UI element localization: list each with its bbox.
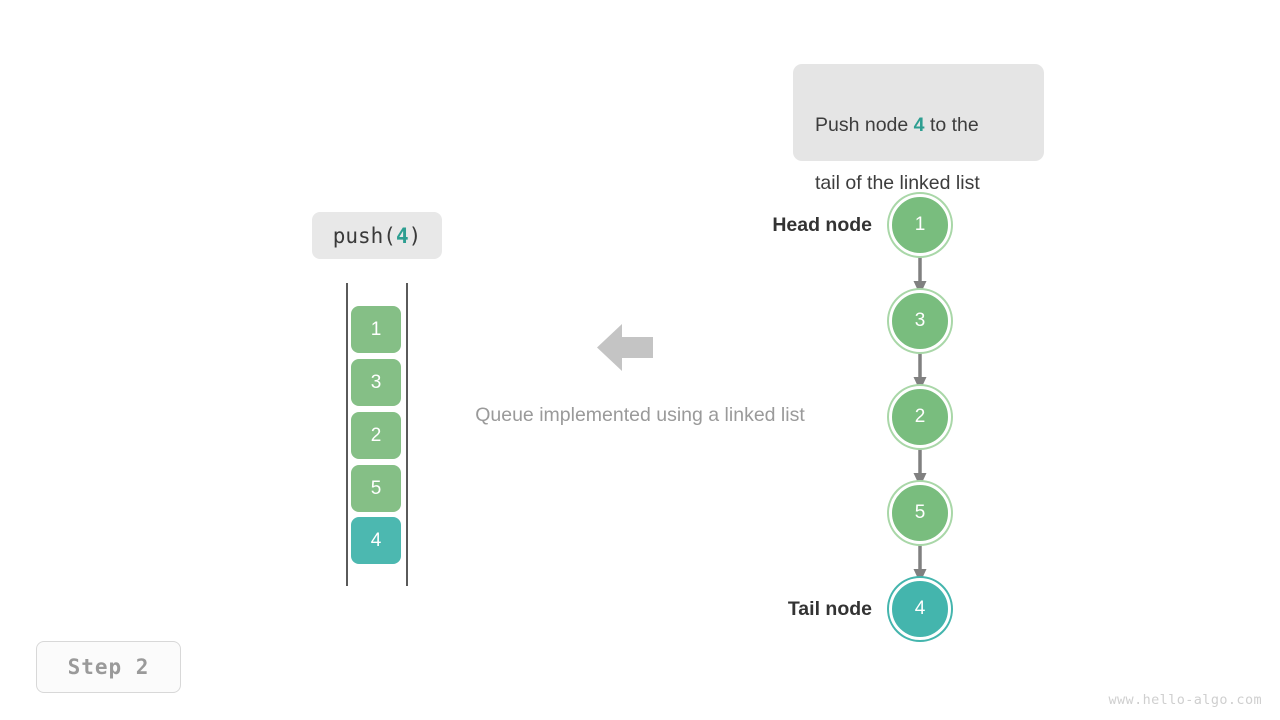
- queue-cell-value: 5: [370, 477, 382, 499]
- queue-array-visual: 1 3 2 5 4: [336, 283, 416, 588]
- queue-cell-new: 4: [351, 517, 401, 564]
- left-arrow-icon: [597, 324, 653, 371]
- queue-cell-value: 1: [370, 318, 382, 340]
- step-badge-label: Step 2: [67, 655, 150, 679]
- operation-label-box: push(4): [312, 212, 442, 259]
- caption-line2: tail of the linked list: [815, 172, 980, 194]
- caption-line1-prefix: Push node: [815, 114, 914, 136]
- queue-cell-value: 2: [370, 424, 382, 446]
- link-arrow-icon: [913, 448, 927, 487]
- instruction-caption-text: Push node 4 to the tail of the linked li…: [815, 82, 1022, 198]
- linked-list-visual: Head node Tail node 1 3 2 5 4: [740, 180, 1040, 650]
- queue-right-rail: [406, 283, 408, 586]
- tail-node-label: Tail node: [787, 598, 872, 620]
- queue-cell-value: 4: [370, 529, 382, 551]
- list-node-value: 2: [914, 406, 926, 427]
- caption-accent-value: 4: [913, 114, 925, 136]
- watermark-text: www.hello-algo.com: [1108, 692, 1262, 708]
- queue-left-rail: [346, 283, 348, 586]
- head-node-label: Head node: [772, 214, 872, 236]
- operation-argument: 4: [395, 223, 409, 248]
- center-caption-text: Queue implemented using a linked list: [475, 404, 805, 426]
- list-node-value: 4: [914, 598, 926, 619]
- caption-line1-suffix: to the: [924, 114, 979, 136]
- link-arrow-icon: [913, 256, 927, 295]
- link-arrow-icon: [913, 544, 927, 583]
- list-node: 5: [889, 482, 951, 544]
- list-node: 2: [889, 386, 951, 448]
- instruction-caption-box: Push node 4 to the tail of the linked li…: [793, 64, 1044, 194]
- queue-cell: 3: [351, 359, 401, 406]
- list-node: 1: [889, 194, 951, 256]
- list-node-value: 1: [914, 214, 926, 235]
- queue-cell: 5: [351, 465, 401, 512]
- operation-label-text: push(4): [333, 224, 422, 248]
- link-arrow-icon: [913, 352, 927, 391]
- operation-prefix: push(: [332, 223, 396, 248]
- queue-cell-value: 3: [370, 371, 382, 393]
- list-node-value: 5: [914, 502, 926, 523]
- step-badge: Step 2: [36, 641, 181, 693]
- operation-suffix: ): [408, 223, 422, 248]
- list-node-new: 4: [889, 578, 951, 640]
- queue-cell: 2: [351, 412, 401, 459]
- list-node: 3: [889, 290, 951, 352]
- queue-cell: 1: [351, 306, 401, 353]
- list-node-value: 3: [914, 310, 926, 331]
